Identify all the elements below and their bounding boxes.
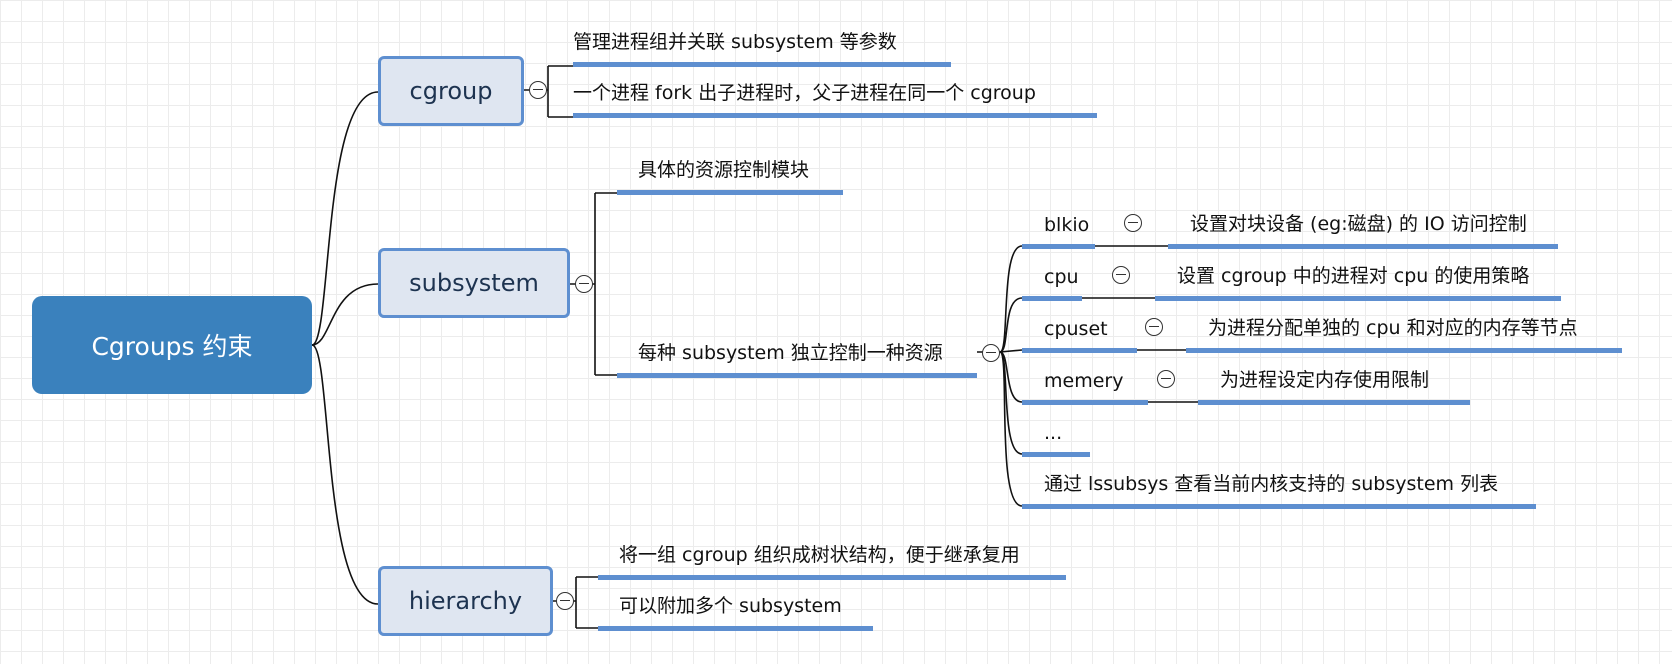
cgroup-label: cgroup [409,77,493,105]
resource-memery[interactable]: memery [1022,365,1148,405]
cpu-collapse-icon[interactable] [1112,266,1130,284]
resource-memery-desc[interactable]: 为进程设定内存使用限制 [1198,365,1470,405]
resource-more-label: ... [1044,422,1063,444]
resource-memery-label: memery [1044,370,1124,392]
cgroup-node[interactable]: cgroup [378,56,524,126]
resource-blkio[interactable]: blkio [1022,209,1095,249]
subsystem-item-1[interactable]: 具体的资源控制模块 [617,155,843,195]
resource-cpu-label: cpu [1044,266,1079,288]
resource-blkio-desc-text: 设置对块设备 (eg:磁盘) 的 IO 访问控制 [1190,213,1527,235]
resource-cpu-desc-text: 设置 cgroup 中的进程对 cpu 的使用策略 [1177,265,1530,287]
root-node[interactable]: Cgroups 约束 [32,296,312,394]
subsystem-collapse-icon[interactable] [575,275,593,293]
resources-collapse-icon[interactable] [982,344,1000,362]
resource-cpuset[interactable]: cpuset [1022,313,1137,353]
hierarchy-item-1-text: 将一组 cgroup 组织成树状结构，便于继承复用 [619,544,1020,566]
hierarchy-node[interactable]: hierarchy [378,566,553,636]
cgroup-item-2[interactable]: 一个进程 fork 出子进程时，父子进程在同一个 cgroup [573,78,1097,118]
hierarchy-item-2[interactable]: 可以附加多个 subsystem [598,591,873,631]
subsystem-label: subsystem [409,269,539,297]
resource-lssubsys-label: 通过 lssubsys 查看当前内核支持的 subsystem 列表 [1044,473,1499,495]
resource-cpuset-desc[interactable]: 为进程分配单独的 cpu 和对应的内存等节点 [1186,313,1622,353]
cgroup-item-1-text: 管理进程组并关联 subsystem 等参数 [573,31,897,53]
cgroup-collapse-icon[interactable] [529,81,547,99]
blkio-collapse-icon[interactable] [1124,214,1142,232]
root-label: Cgroups 约束 [91,332,253,361]
resource-more[interactable]: ... [1022,417,1090,457]
cgroup-item-2-text: 一个进程 fork 出子进程时，父子进程在同一个 cgroup [573,82,1036,104]
subsystem-node[interactable]: subsystem [378,248,570,318]
hierarchy-item-2-text: 可以附加多个 subsystem [619,595,842,617]
resource-cpu-desc[interactable]: 设置 cgroup 中的进程对 cpu 的使用策略 [1155,261,1561,301]
memery-collapse-icon[interactable] [1157,370,1175,388]
resource-cpuset-label: cpuset [1044,318,1108,340]
subsystem-item-2-text: 每种 subsystem 独立控制一种资源 [638,342,943,364]
resource-memery-desc-text: 为进程设定内存使用限制 [1220,369,1430,391]
hierarchy-item-1[interactable]: 将一组 cgroup 组织成树状结构，便于继承复用 [598,540,1066,580]
hierarchy-collapse-icon[interactable] [556,592,574,610]
cpuset-collapse-icon[interactable] [1145,318,1163,336]
subsystem-item-2[interactable]: 每种 subsystem 独立控制一种资源 [617,338,977,378]
resource-blkio-desc[interactable]: 设置对块设备 (eg:磁盘) 的 IO 访问控制 [1168,209,1558,249]
cgroup-item-1[interactable]: 管理进程组并关联 subsystem 等参数 [573,27,951,67]
resource-cpu[interactable]: cpu [1022,261,1082,301]
resource-lssubsys[interactable]: 通过 lssubsys 查看当前内核支持的 subsystem 列表 [1022,469,1536,509]
resource-cpuset-desc-text: 为进程分配单独的 cpu 和对应的内存等节点 [1208,317,1578,339]
hierarchy-label: hierarchy [408,587,523,615]
subsystem-item-1-text: 具体的资源控制模块 [638,159,810,181]
resource-blkio-label: blkio [1044,214,1090,236]
